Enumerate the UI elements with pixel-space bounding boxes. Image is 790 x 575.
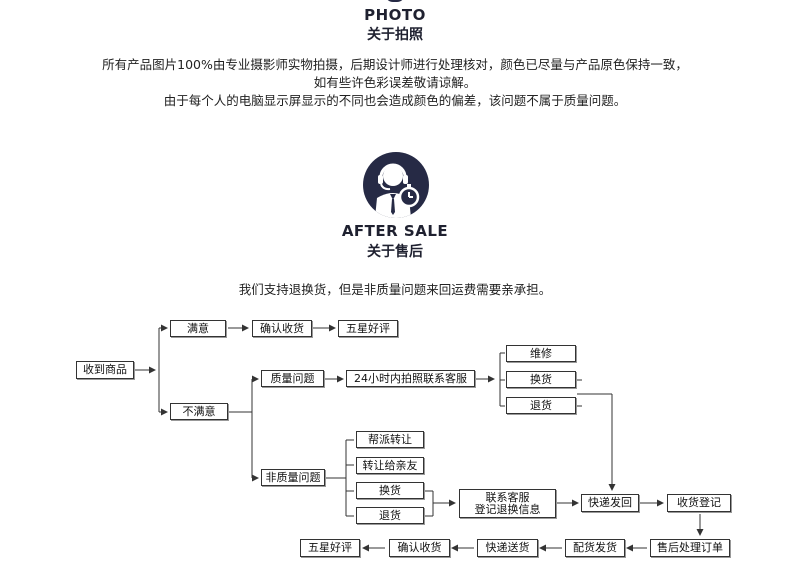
node-receive-register: 收货登记 <box>667 494 731 512</box>
node-transfer-friend: 转让给亲友 <box>356 457 424 474</box>
photo-title-cn: 关于拍照 <box>367 27 423 43</box>
node-non-quality-issue: 非质量问题 <box>261 469 325 486</box>
node-ship-goods: 配货发货 <box>565 539 625 557</box>
node-return-1: 退货 <box>506 397 576 414</box>
node-repair: 维修 <box>506 345 576 362</box>
node-quality-issue: 质量问题 <box>261 370 324 387</box>
node-contact-cs-line-1: 联系客服 <box>485 490 530 504</box>
customer-service-agent-icon <box>363 152 429 218</box>
node-five-star-2: 五星好评 <box>300 539 360 557</box>
after-sale-title-cn: 关于售后 <box>367 244 423 260</box>
photo-line-2: 如有些许色彩误差敬请谅解。 <box>313 75 477 90</box>
after-sale-policy: 我们支持退换货，但是非质量问题来回运费需要亲承担。 <box>238 282 552 297</box>
node-confirm-receipt-2: 确认收货 <box>389 539 450 557</box>
node-express-return: 快递发回 <box>581 494 639 512</box>
node-satisfied: 满意 <box>170 320 226 337</box>
node-return-2: 退货 <box>356 507 424 524</box>
top-icon-fragment <box>385 0 405 2</box>
after-sale-title-en: AFTER SALE <box>341 222 449 240</box>
node-received: 收到商品 <box>76 361 134 379</box>
photo-line-3: 由于每个人的电脑显示屏显示的不同也会造成颜色的偏差，该问题不属于质量问题。 <box>163 93 627 108</box>
node-confirm-receipt-1: 确认收货 <box>252 320 312 337</box>
node-exchange-1: 换货 <box>506 371 576 388</box>
photo-title-en: PHOTO <box>364 6 426 24</box>
node-help-resell: 帮派转让 <box>356 431 424 448</box>
node-contact-cs-line-2: 登记退换信息 <box>474 502 541 516</box>
node-contact-cs: 联系客服 登记退换信息 <box>459 489 556 518</box>
node-after-sale-order: 售后处理订单 <box>650 539 730 557</box>
node-five-star-1: 五星好评 <box>338 320 398 337</box>
node-exchange-2: 换货 <box>356 482 424 499</box>
node-contact-24h: 24小时内拍照联系客服 <box>346 370 475 387</box>
node-not-satisfied: 不满意 <box>170 403 228 420</box>
photo-line-1: 所有产品图片100%由专业摄影师实物拍摄，后期设计师进行处理核对，颜色已尽量与产… <box>102 57 688 72</box>
node-express-delivery: 快递送货 <box>477 539 538 557</box>
